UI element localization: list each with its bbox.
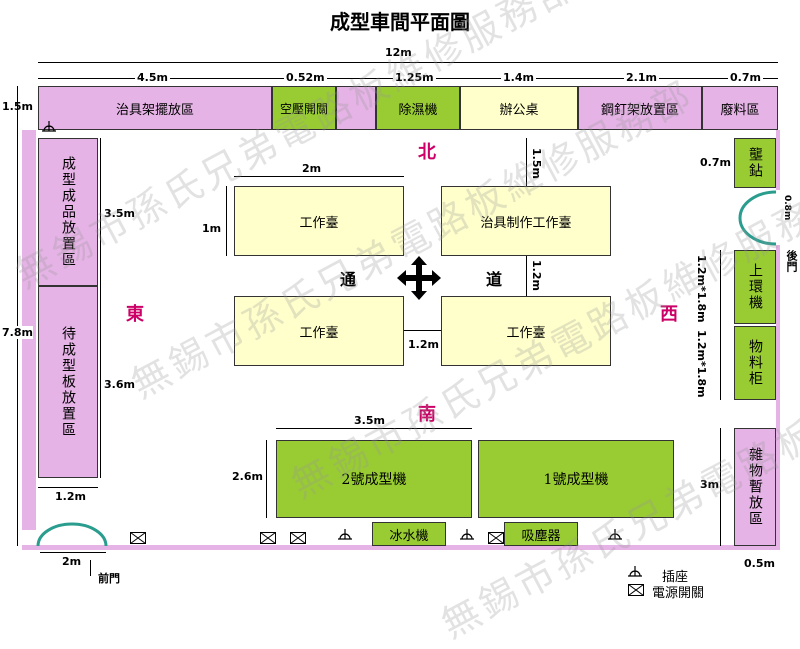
- jig-rack-area: 治具架擺放區: [38, 86, 272, 130]
- four-way-arrow-icon: [397, 256, 441, 300]
- west-label: 西: [660, 304, 678, 325]
- workbench-4: 工作臺: [441, 296, 611, 366]
- front-door-arrow: [90, 560, 91, 576]
- bench-height-label: 1m: [202, 222, 222, 235]
- vacuum-cleaner: 吸塵器: [504, 522, 578, 546]
- legend-switch-label: 電源開關: [652, 586, 705, 601]
- top-gap-label: 1.5m: [530, 148, 543, 179]
- top-dim-5: 2.1m: [624, 71, 659, 84]
- left-dim-line: [100, 138, 101, 478]
- front-door-width: 2m: [62, 555, 82, 568]
- back-door-width: 0.8m: [782, 195, 792, 221]
- bench-width-line: [234, 176, 404, 177]
- back-door-label: 後門: [785, 250, 798, 272]
- top-dim-3: 1.25m: [393, 71, 436, 84]
- workbench-3: 工作臺: [234, 296, 404, 366]
- machine-width-line: [276, 428, 472, 429]
- left-dim-1: 3.5m: [104, 207, 135, 220]
- machine-width-label: 3.5m: [354, 414, 385, 427]
- legend-switch-icon: [628, 584, 644, 596]
- bottom-wall: [22, 545, 778, 550]
- material-cabinet: 物料柜: [734, 326, 776, 400]
- top-dim-6: 0.7m: [728, 71, 763, 84]
- outlet-icon: [338, 529, 352, 540]
- total-height-line: [17, 86, 18, 546]
- gap-v-label: 1.2m: [530, 260, 543, 291]
- south-label: 南: [418, 404, 436, 425]
- right-width-label: 0.5m: [744, 557, 775, 570]
- front-door-width-line: [40, 552, 106, 553]
- scrap-area: 廢料區: [702, 86, 778, 130]
- ring-machine: 上環機: [734, 250, 776, 324]
- molding-machine-1: 1號成型機: [478, 440, 674, 518]
- outlet-icon: [608, 529, 622, 540]
- bench-width-label: 2m: [302, 162, 322, 175]
- outlet-icon: [460, 529, 474, 540]
- jig-workbench: 治具制作工作臺: [441, 186, 611, 256]
- dehumidifier: 除濕機: [376, 86, 460, 130]
- right-dim-2: 1.2m*1.8m: [695, 255, 708, 323]
- workbench-1: 工作臺: [234, 186, 404, 256]
- page-title: 成型車間平面圖: [330, 10, 470, 34]
- north-label: 北: [418, 142, 436, 163]
- legend-outlet-label: 插座: [662, 570, 689, 585]
- top-dim-2: 0.52m: [284, 71, 327, 84]
- overall-width-label: 12m: [385, 46, 412, 59]
- front-door-icon: [36, 522, 108, 547]
- overall-width-line: [38, 62, 778, 63]
- right-dim-3: 1.2m*1.8m: [695, 330, 708, 398]
- left-width-label: 1.2m: [55, 490, 86, 503]
- outlet-icon: [42, 121, 56, 132]
- right-dim-line: [720, 250, 721, 400]
- gap-v-line: [526, 256, 527, 296]
- top-dim-4: 1.4m: [501, 71, 536, 84]
- misc-dim-line: [720, 428, 721, 546]
- power-switch-icon: [290, 532, 306, 544]
- power-switch-icon: [260, 532, 276, 544]
- power-switch-icon: [130, 532, 146, 544]
- machine-height-line: [266, 440, 267, 518]
- left-width-line: [38, 487, 98, 488]
- nail-rack-area: 鋼釘架放置區: [578, 86, 702, 130]
- gap-h-line: [404, 330, 441, 331]
- top-gap: [336, 86, 376, 130]
- machine-height-label: 2.6m: [232, 470, 263, 483]
- top-gap-line: [526, 138, 527, 186]
- aisle-right-label: 道: [486, 270, 503, 289]
- misc-storage-area: 雜物暫放區: [734, 428, 776, 546]
- right-wall-top: [776, 130, 780, 190]
- air-compressor-switch: 空壓開關: [272, 86, 336, 130]
- total-height-label: 7.8m: [2, 326, 33, 339]
- east-label: 東: [126, 304, 144, 325]
- molding-machine-2: 2號成型機: [276, 440, 472, 518]
- front-door-label: 前門: [98, 572, 120, 585]
- gap-h-label: 1.2m: [408, 338, 439, 351]
- right-dim-4: 3m: [700, 478, 720, 491]
- aisle-left-label: 通: [340, 270, 357, 289]
- power-switch-icon: [488, 532, 504, 544]
- top-dim-1: 4.5m: [135, 71, 170, 84]
- finished-goods-area: 成型成品放置區: [38, 138, 98, 286]
- back-door-icon: [738, 190, 777, 246]
- drill-machine: 壟鉆: [734, 138, 776, 188]
- legend-outlet-icon: [628, 566, 642, 577]
- office-desk: 辦公桌: [460, 86, 578, 130]
- bench-height-line: [226, 186, 227, 256]
- chiller: 冰水機: [372, 522, 446, 546]
- right-dim-1: 0.7m: [700, 156, 731, 169]
- left-dim-2: 3.6m: [104, 378, 135, 391]
- pending-board-area: 待成型板放置區: [38, 286, 98, 478]
- right-wall-bottom: [776, 245, 780, 550]
